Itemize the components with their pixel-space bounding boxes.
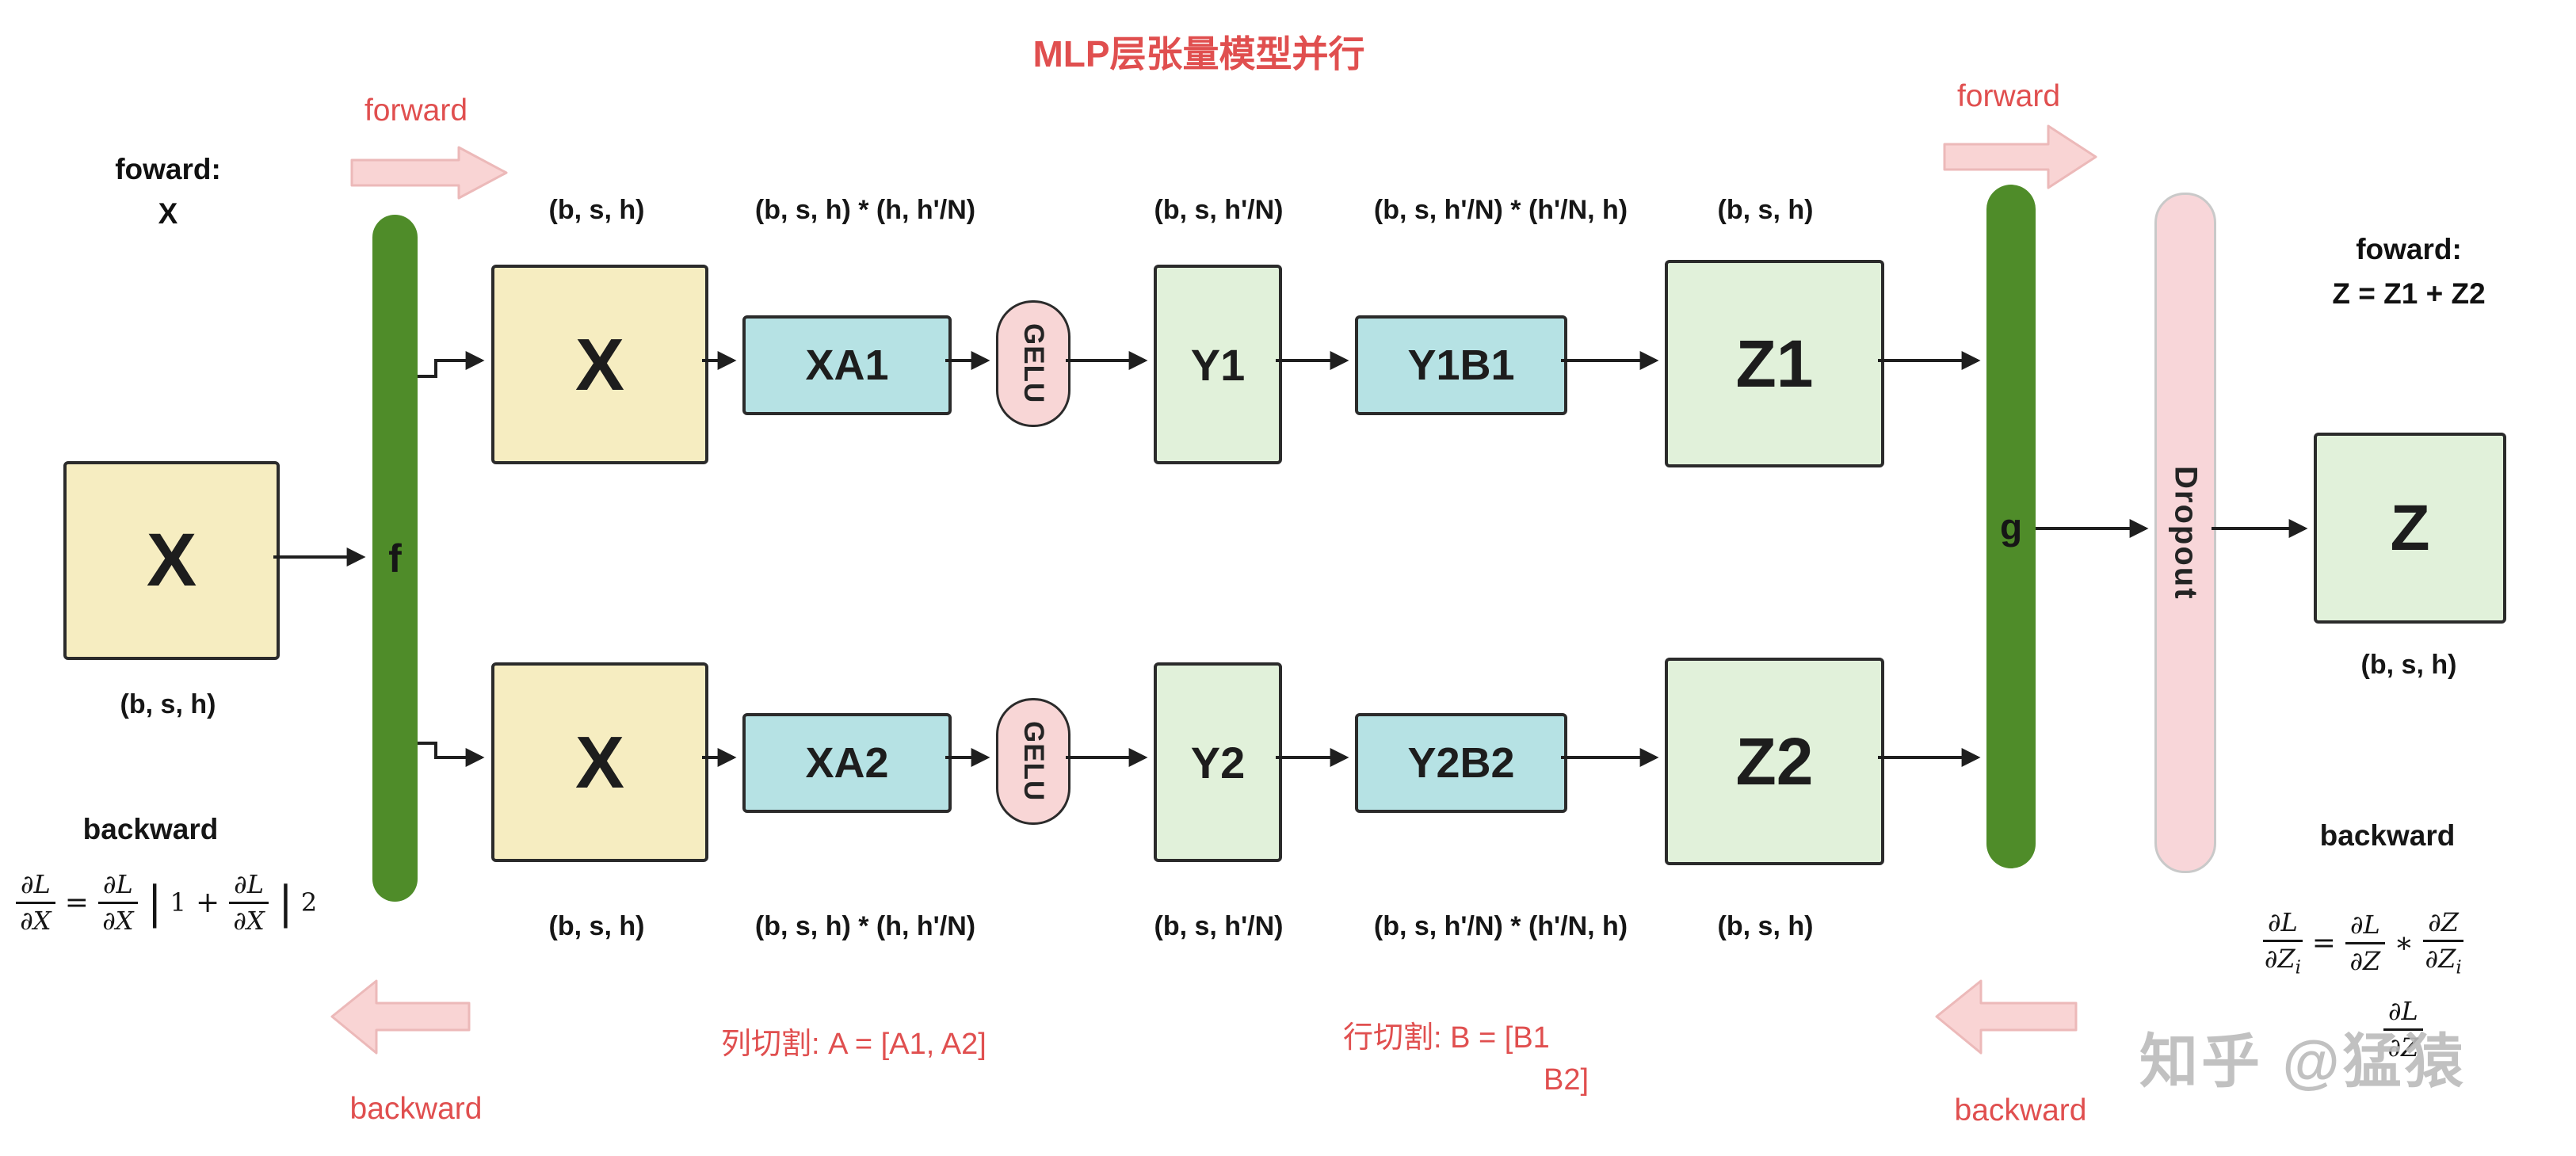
- forward-label-right: forward: [1956, 79, 2061, 113]
- fraction-dl-dx: ∂L∂X: [229, 870, 269, 936]
- forward-block-arrow-right: [1943, 124, 2097, 189]
- fraction-dl-dz: ∂L∂Z: [2383, 997, 2423, 1063]
- left-forward-caption-line1: foward:: [115, 153, 221, 185]
- g-label: g: [1999, 506, 2023, 547]
- top-gelu-capsule: GELU: [996, 300, 1070, 427]
- input-x-box: X: [63, 461, 280, 660]
- fraction-dz-dzi: ∂Z∂Zi: [2423, 908, 2464, 979]
- top-y1b1-box: Y1B1: [1355, 315, 1567, 415]
- times-sign: ∗: [2394, 926, 2414, 960]
- backward-label-right: backward: [1954, 1093, 2087, 1127]
- f-label: f: [388, 536, 402, 581]
- top-gelu-label: GELU: [1018, 323, 1049, 404]
- arrow-f-to-bottom-x: [418, 742, 485, 767]
- left-forward-caption-line2: X: [158, 196, 178, 230]
- f-split-bar: f: [372, 215, 418, 902]
- right-forward-caption-line1: foward:: [2356, 233, 2462, 265]
- bottom-z-shape-label: (b, s, h): [1717, 911, 1814, 941]
- dropout-bar: Dropout: [2154, 193, 2216, 873]
- input-x-shape-label: (b, s, h): [120, 689, 216, 719]
- top-xa-shape-label: (b, s, h) * (h, h'/N): [754, 195, 976, 225]
- fraction-dl-dx: ∂L∂X: [97, 870, 138, 936]
- bottom-yb-shape-label: (b, s, h'/N) * (h'/N, h): [1373, 911, 1628, 941]
- equals-sign: =: [2311, 926, 2336, 960]
- output-z-shape-label: (b, s, h): [2360, 650, 2457, 680]
- index-1: 1: [170, 887, 186, 918]
- bottom-y-shape-label: (b, s, h'/N): [1154, 911, 1284, 941]
- equals-sign: =: [64, 886, 89, 919]
- top-z1-box: Z1: [1665, 260, 1884, 467]
- bottom-xa-shape-label: (b, s, h) * (h, h'/N): [754, 911, 976, 941]
- backward-block-arrow-right: [1935, 979, 2078, 1055]
- backward-gradient-formula-z-continuation: ∂L∂Z: [2383, 997, 2423, 1063]
- bottom-x-shape-label: (b, s, h): [548, 911, 645, 941]
- backward-block-arrow-left: [330, 979, 471, 1055]
- bottom-gelu-capsule: GELU: [996, 698, 1070, 825]
- forward-label-left: forward: [364, 93, 468, 128]
- fraction-dl-dx: ∂L∂X: [16, 870, 55, 936]
- bottom-gelu-label: GELU: [1018, 721, 1049, 802]
- dropout-label: Dropout: [2168, 465, 2204, 601]
- bottom-x-box: X: [491, 662, 708, 862]
- g-gather-bar: g: [1986, 185, 2036, 868]
- index-2: 2: [300, 887, 318, 918]
- row-split-note-line1: 行切割: B = [B1: [1343, 1021, 1550, 1055]
- right-forward-caption: foward: Z = Z1 + Z2: [2332, 227, 2485, 315]
- bottom-y2b2-box: Y2B2: [1355, 713, 1567, 813]
- output-z-box: Z: [2314, 433, 2506, 624]
- subscript-i: i: [2295, 957, 2301, 979]
- backward-label-left: backward: [349, 1092, 483, 1126]
- bottom-y2-box: Y2: [1154, 662, 1282, 862]
- right-forward-caption-line2: Z = Z1 + Z2: [2332, 277, 2486, 310]
- backward-caption-left: backward: [82, 813, 219, 845]
- fraction-dl-dzi: ∂L∂Zi: [2263, 907, 2303, 979]
- top-y1-box: Y1: [1154, 265, 1282, 464]
- top-x-box: X: [491, 265, 708, 464]
- plus-sign: +: [196, 886, 220, 919]
- top-y-shape-label: (b, s, h'/N): [1154, 195, 1284, 225]
- column-split-note: 列切割: A = [A1, A2]: [721, 1028, 987, 1061]
- diagram-title: MLP层张量模型并行: [1032, 33, 1365, 74]
- evaluation-bar: |: [277, 876, 293, 929]
- evaluation-bar: |: [147, 876, 162, 929]
- top-z-shape-label: (b, s, h): [1717, 195, 1814, 225]
- fraction-dl-dz: ∂L∂Z: [2345, 910, 2385, 976]
- top-yb-shape-label: (b, s, h'/N) * (h'/N, h): [1373, 195, 1628, 225]
- bottom-z2-box: Z2: [1665, 658, 1884, 865]
- arrow-f-to-top-x: [418, 351, 485, 378]
- top-x-shape-label: (b, s, h): [548, 195, 645, 225]
- watermark: 知乎 @猛猿: [2139, 1028, 2467, 1094]
- backward-gradient-formula-x: ∂L∂X = ∂L∂X |1 + ∂L∂X |2: [16, 870, 317, 936]
- backward-caption-right: backward: [2319, 819, 2456, 852]
- bottom-xa2-box: XA2: [742, 713, 952, 813]
- forward-block-arrow-left: [350, 146, 508, 200]
- subscript-i: i: [2456, 957, 2462, 979]
- left-forward-caption: foward: X: [115, 147, 221, 235]
- row-split-note-line2: B2]: [1544, 1063, 1589, 1097]
- top-xa1-box: XA1: [742, 315, 952, 415]
- backward-gradient-formula-z: ∂L∂Zi = ∂L∂Z ∗ ∂Z∂Zi: [2263, 907, 2464, 979]
